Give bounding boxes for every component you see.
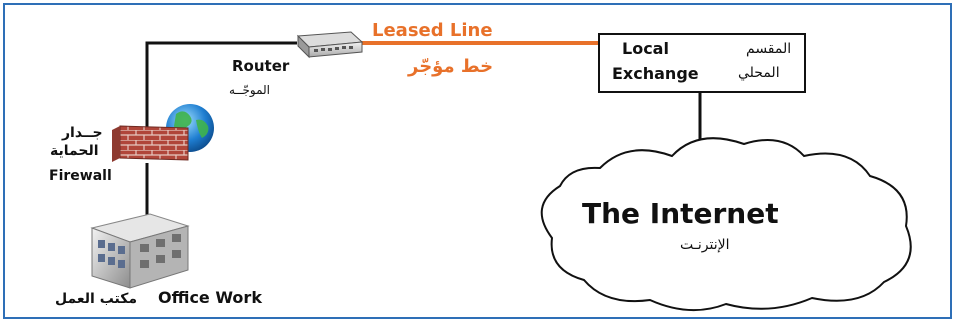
local-exchange-label-line1: Local [622, 39, 669, 58]
local-exchange-box [598, 33, 806, 93]
firewall-icon [112, 125, 189, 162]
leased-line-label: Leased Line [372, 20, 493, 41]
router-icon [296, 31, 364, 59]
firewall-arabic-label-line2: الحماية [50, 143, 99, 159]
connector-router-firewall [145, 41, 297, 127]
internet-arabic-label: الإنترنـت [680, 237, 730, 253]
office-label: Office Work [158, 288, 262, 307]
office-building-icon [90, 213, 190, 289]
internet-cloud-icon [540, 137, 912, 312]
leased-line-arabic-label: خط مؤجّر [408, 56, 494, 77]
local-exchange-arabic-line1: المقسم [746, 41, 792, 57]
router-arabic-label: الموجّــه [229, 83, 271, 97]
firewall-arabic-label-line1: جــدار [62, 125, 103, 141]
firewall-label: Firewall [49, 168, 112, 184]
local-exchange-label-line2: Exchange [612, 64, 699, 83]
local-exchange-arabic-line2: المحلي [738, 65, 780, 81]
internet-label: The Internet [582, 197, 779, 230]
router-label: Router [232, 57, 290, 75]
office-arabic-label: مكتب العمل [55, 291, 138, 307]
